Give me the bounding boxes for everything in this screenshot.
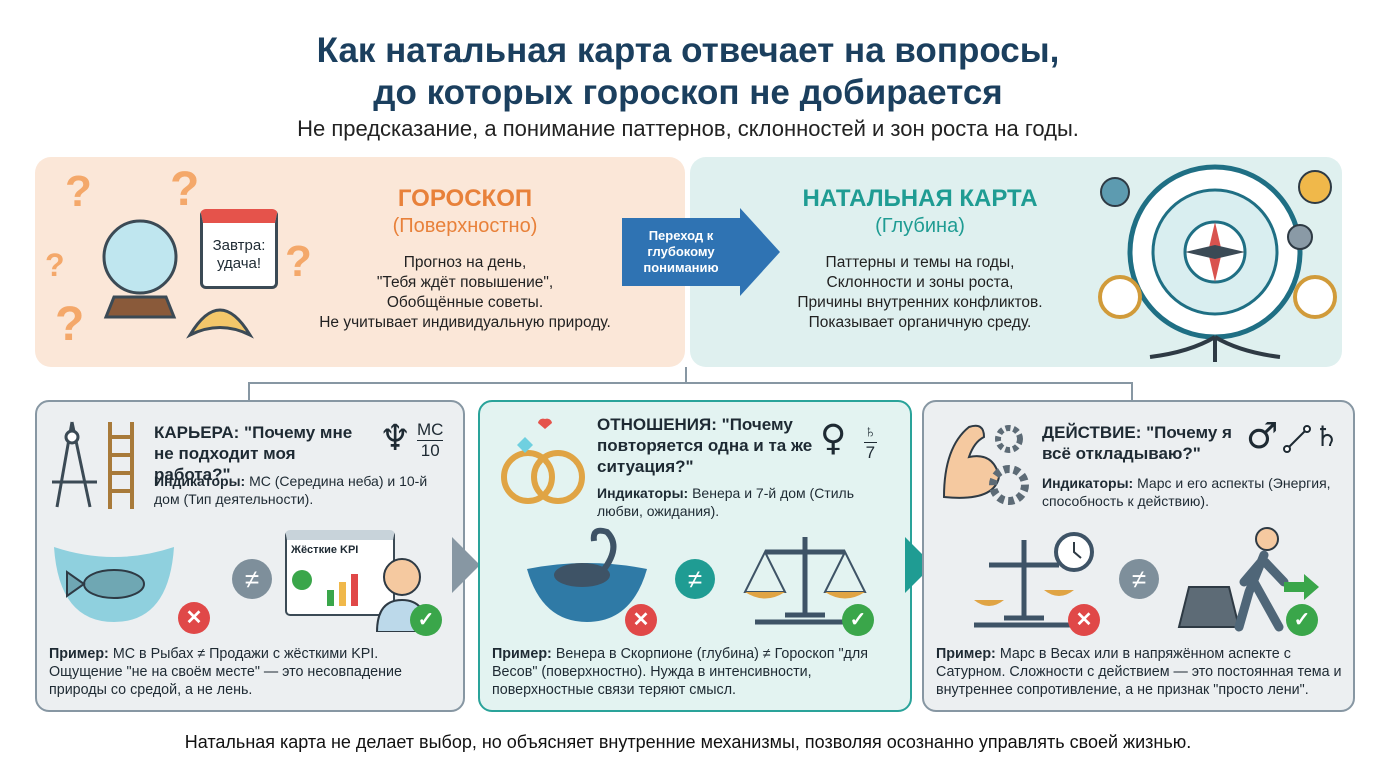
card-indicators: Индикаторы: Венера и 7-й дом (Стиль любв… xyxy=(597,484,897,520)
venus-symbol-icon: ♀ xyxy=(820,418,847,459)
description-line: Прогноз на день, xyxy=(403,254,527,271)
footer-note: Натальная карта не делает выбор, но объя… xyxy=(184,732,1192,752)
fraction-top: MC xyxy=(417,420,444,441)
career-card: КАРЬЕРА: "Почему мне не подходит моя раб… xyxy=(35,400,465,712)
walking-person-weight-icon xyxy=(1177,527,1319,632)
indicators-label: Индикаторы: xyxy=(597,485,689,501)
scales-clock-icon xyxy=(974,532,1094,628)
natal-description: Паттерны и темы на годы, Склонности и зо… xyxy=(760,253,1080,333)
muscle-gears-icon xyxy=(942,424,1029,505)
saturn-symbol-icon: ♄ xyxy=(1314,420,1340,453)
description-line: Показывает органичную среду. xyxy=(808,314,1032,331)
card-title: КАРЬЕРА: "Почему мне не подходит моя раб… xyxy=(154,423,353,484)
natal-chart-panel: НАТАЛЬНАЯ КАРТА (Глубина) Паттерны и тем… xyxy=(690,157,1342,367)
question-mark-icon: ? xyxy=(170,163,200,216)
transition-arrow-label: Переход к глубокому пониманию xyxy=(622,218,740,286)
calendar-icon: Завтра: удача! xyxy=(200,209,278,289)
indicators-text: Венера и 7-й дом (Стиль любви, ожидания)… xyxy=(597,485,855,519)
horoscope-description: Прогноз на день, "Тебя ждёт повышение", … xyxy=(315,253,615,333)
card-example: Пример: МС в Рыбах ≠ Продажи с жёсткими … xyxy=(49,645,454,699)
cross-icon: ✕ xyxy=(625,604,657,636)
example-text: Венера в Скорпионе (глубина) ≠ Гороскоп … xyxy=(492,646,868,698)
connector-line xyxy=(1131,382,1133,400)
card-example: Пример: Марс в Весах или в напряжённом а… xyxy=(936,645,1348,699)
wedding-rings-icon xyxy=(501,418,585,504)
page-subtitle: Не предсказание, а понимание паттернов, … xyxy=(297,116,1079,141)
crystal-ball-icon xyxy=(102,219,178,319)
card-indicators: Индикаторы: Марс и его аспекты (Энергия,… xyxy=(1042,474,1342,510)
check-icon: ✓ xyxy=(410,604,442,636)
kpi-chart-icon xyxy=(292,570,358,606)
not-equal-icon: ≠ xyxy=(675,559,715,599)
cross-icon: ✕ xyxy=(178,602,210,634)
mars-symbol-icon: ♂ xyxy=(1246,416,1279,457)
question-mark-icon: ? xyxy=(55,298,85,351)
horoscope-panel: ? ? ? ? ? Завтра: удача! ГОРОСКОП (Повер… xyxy=(35,157,685,367)
libra-scales-icon xyxy=(743,537,867,625)
example-text: МС в Рыбах ≠ Продажи с жёсткими KPI. Ощу… xyxy=(49,646,402,698)
example-text: Марс в Весах или в напряжённом аспекте с… xyxy=(936,646,1342,698)
card-title: ОТНОШЕНИЯ: "Почему повторяется одна и та… xyxy=(597,415,813,476)
check-icon: ✓ xyxy=(1286,604,1318,636)
indicators-text: Марс и его аспекты (Энергия, способность… xyxy=(1042,475,1331,509)
example-label: Пример: xyxy=(49,646,109,662)
title-line-1: Как натальная карта отвечает на вопросы, xyxy=(316,31,1060,70)
example-label: Пример: xyxy=(492,646,552,662)
not-equal-icon: ≠ xyxy=(232,559,272,599)
kpi-dashboard-icon: Жёсткие KPI xyxy=(285,530,395,616)
connector-line xyxy=(685,367,687,383)
fraction-top: ♄ xyxy=(864,422,877,443)
cross-icon: ✕ xyxy=(1068,604,1100,636)
card-example: Пример: Венера в Скорпионе (глубина) ≠ Г… xyxy=(492,645,902,699)
action-card: ДЕЙСТВИЕ: "Почему я всё откладываю?" ♂ ♄… xyxy=(922,400,1355,712)
transition-arrow-icon xyxy=(740,208,780,296)
description-line: Паттерны и темы на годы, xyxy=(825,254,1015,271)
title-line-2: до которых гороскоп не добирается xyxy=(373,73,1003,112)
fraction-bottom: 7 xyxy=(865,443,876,462)
description-line: Обобщённые советы. xyxy=(386,294,544,311)
indicators-text: МС (Середина неба) и 10-й дом (Тип деяте… xyxy=(154,473,428,507)
horoscope-subtitle: (Поверхностно) xyxy=(392,215,538,237)
check-icon: ✓ xyxy=(842,604,874,636)
page-title: Как натальная карта отвечает на вопросы,… xyxy=(0,30,1376,114)
card-title: ДЕЙСТВИЕ: "Почему я всё откладываю?" xyxy=(1042,423,1232,463)
description-line: "Тебя ждёт повышение", xyxy=(376,274,554,291)
description-line: Причины внутренних конфликтов. xyxy=(797,294,1043,311)
fish-in-water-icon xyxy=(54,547,174,622)
card-indicators: Индикаторы: МС (Середина неба) и 10-й до… xyxy=(154,472,454,508)
horoscope-text: ГОРОСКОП (Поверхностно) Прогноз на день,… xyxy=(315,185,615,333)
connector-line xyxy=(248,382,250,400)
natal-title: НАТАЛЬНАЯ КАРТА xyxy=(802,185,1038,212)
flow-arrow-icon xyxy=(452,537,480,593)
natal-wheel-icon xyxy=(1098,164,1337,362)
example-label: Пример: xyxy=(936,646,996,662)
not-equal-icon: ≠ xyxy=(1119,559,1159,599)
fraction-bottom: 10 xyxy=(420,441,440,460)
neptune-symbol-icon: ♆ xyxy=(379,418,412,459)
relationships-card: ОТНОШЕНИЯ: "Почему повторяется одна и та… xyxy=(478,400,912,712)
horoscope-illustration: ? ? ? ? ? Завтра: удача! xyxy=(35,157,315,367)
compass-ladder-icon xyxy=(52,421,134,509)
natal-subtitle: (Глубина) xyxy=(875,215,965,237)
fortune-cookie-icon xyxy=(186,308,254,339)
natal-text: НАТАЛЬНАЯ КАРТА (Глубина) Паттерны и тем… xyxy=(760,185,1080,333)
indicators-label: Индикаторы: xyxy=(154,473,246,489)
kpi-label: Жёсткие KPI xyxy=(291,544,359,556)
description-line: Склонности и зоны роста, xyxy=(826,274,1014,291)
saturn-7-fraction: ♄7 xyxy=(864,422,877,463)
question-mark-icon: ? xyxy=(45,247,65,283)
horoscope-title: ГОРОСКОП xyxy=(397,185,533,212)
question-mark-icon: ? xyxy=(65,167,92,216)
aspect-line-icon xyxy=(1283,425,1311,453)
indicators-label: Индикаторы: xyxy=(1042,475,1134,491)
connector-line xyxy=(248,382,1133,384)
question-mark-icon: ? xyxy=(285,237,312,286)
description-line: Не учитывает индивидуальную природу. xyxy=(319,314,611,331)
scorpion-in-water-icon xyxy=(527,527,647,622)
